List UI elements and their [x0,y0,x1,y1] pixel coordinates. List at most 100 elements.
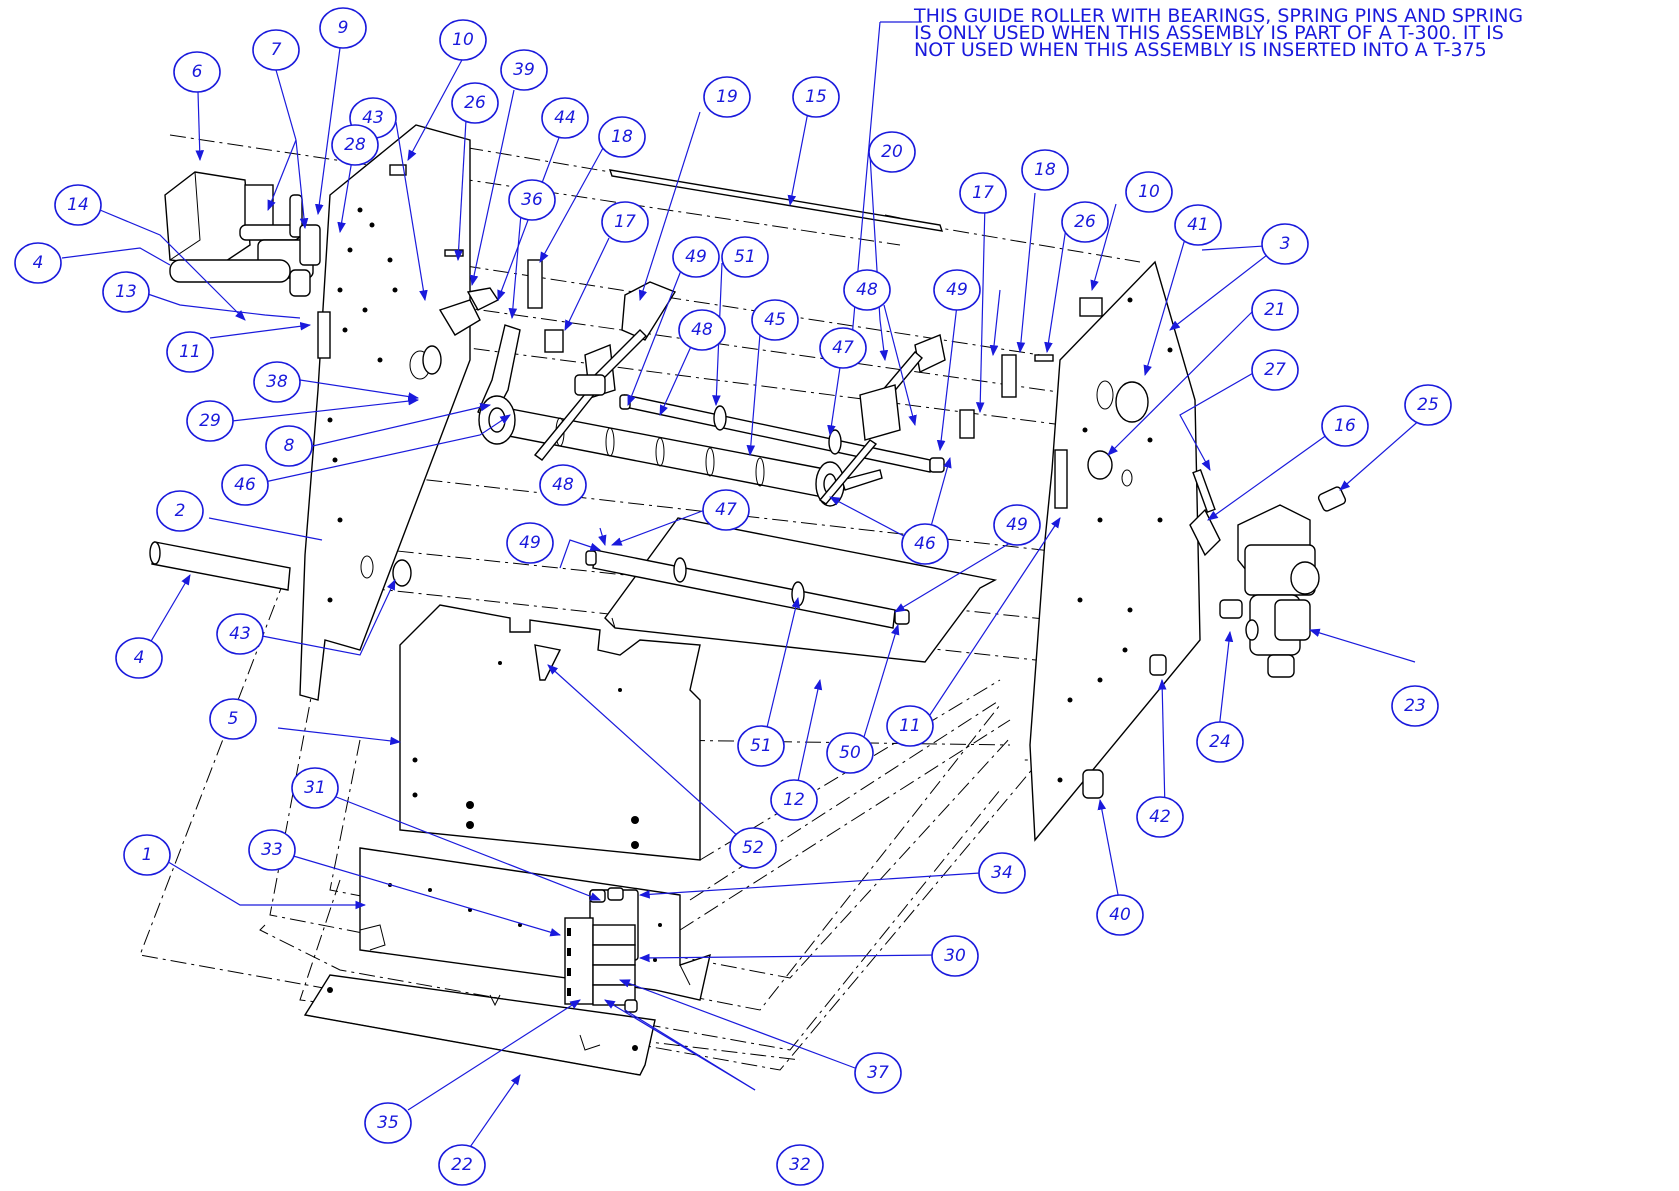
callout-bubble: 50 [826,732,874,774]
callout-bubble: 45 [751,299,799,341]
left-side-plate [299,124,471,701]
callout-label: 3 [1280,234,1291,254]
callout-label: 52 [742,838,764,858]
callout-bubble: 41 [1174,204,1222,246]
callout-bubble: 4 [14,242,62,284]
callout-bubble: 37 [854,1052,902,1094]
callout-bubble: 7 [252,29,300,71]
callout-bubble: 46 [901,523,949,565]
callout-bubble: 5 [209,698,257,740]
callout-label: 12 [783,790,805,810]
callout-label: 48 [552,475,574,495]
callout-bubble: 10 [439,19,487,61]
callout-bubble: 11 [166,331,214,373]
callout-bubble: 49 [993,504,1041,546]
callout-label: 25 [1417,395,1439,415]
back-panel [399,604,701,861]
callout-label: 49 [685,247,707,267]
callout-label: 28 [344,135,366,155]
standoff-lower [149,541,291,591]
callout-label: 14 [67,195,89,215]
callout-bubbles: 6 7 9 10 43 39 26 44 28 18 19 15 14 36 1… [14,7,1452,1186]
callout-label: 31 [304,778,326,798]
note-line: NOT USED WHEN THIS ASSEMBLY IS INSERTED … [914,39,1487,61]
callout-label: 44 [554,108,576,128]
callout-label: 18 [611,127,633,147]
callout-bubble: 13 [102,271,150,313]
callout-label: 47 [715,500,737,520]
callout-label: 11 [899,716,921,736]
callout-label: 17 [614,212,636,232]
callout-label: 46 [914,534,936,554]
filter-regulator [1219,486,1347,678]
callout-label: 27 [1264,360,1286,380]
callout-bubble: 18 [1021,149,1069,191]
callout-label: 34 [991,863,1013,883]
callout-label: 10 [1138,182,1160,202]
callout-bubble: 10 [1125,171,1173,213]
callout-label: 23 [1404,696,1426,716]
callout-label: 18 [1034,160,1056,180]
callout-label: 51 [750,736,772,756]
callout-bubble: 25 [1404,384,1452,426]
callout-bubble: 14 [54,184,102,226]
callout-bubble: 38 [253,361,301,403]
callout-bubble: 20 [868,131,916,173]
bottom-cover [303,974,656,1076]
callout-label: 11 [179,342,201,362]
callout-label: 37 [867,1063,889,1083]
callout-label: 26 [464,93,486,113]
callout-bubble: 47 [819,327,867,369]
tie-rods [608,169,944,232]
callout-bubble: 30 [931,935,979,977]
drive-roller [478,395,883,507]
callout-label: 49 [946,280,968,300]
leader-lines [61,21,1423,1151]
callout-bubble: 12 [770,779,818,821]
callout-label: 21 [1264,300,1286,320]
callout-bubble: 44 [541,97,589,139]
callout-bubble: 9 [319,7,367,49]
callout-label: 8 [284,436,295,456]
callout-bubble: 51 [737,725,785,767]
right-side-plate [1029,260,1201,842]
callout-bubble: 51 [721,236,769,278]
callout-bubble: 48 [843,269,891,311]
callout-bubble: 1 [123,834,171,876]
callout-label: 51 [734,247,756,267]
callout-label: 22 [451,1155,473,1175]
callout-bubble: 27 [1251,349,1299,391]
callout-label: 17 [972,183,994,203]
callout-bubble: 11 [886,705,934,747]
callout-bubble: 39 [500,49,548,91]
callout-label: 50 [839,743,861,763]
callout-label: 47 [832,338,854,358]
callout-bubble: 21 [1251,289,1299,331]
guide-roller-note: THIS GUIDE ROLLER WITH BEARINGS, SPRING … [914,5,1674,61]
stepper-motor [164,171,321,297]
callout-label: 39 [513,60,535,80]
callout-label: 46 [234,475,256,495]
note-line: THIS GUIDE ROLLER WITH BEARINGS, SPRING … [914,5,1524,27]
callout-label: 41 [1187,215,1209,235]
callout-bubble: 40 [1096,894,1144,936]
callout-bubble: 48 [539,464,587,506]
callout-label: 2 [175,501,186,521]
callout-label: 13 [115,282,137,302]
small-parts [317,164,1221,799]
callout-bubble: 26 [1061,201,1109,243]
callout-label: 32 [789,1155,811,1175]
callout-bubble: 29 [186,400,234,442]
callout-bubble: 35 [364,1102,412,1144]
callout-bubble: 32 [776,1144,824,1186]
callout-bubble: 18 [598,116,646,158]
callout-label: 26 [1074,212,1096,232]
callout-label: 4 [134,648,145,668]
callout-label: 42 [1149,807,1171,827]
callout-label: 7 [271,40,282,60]
callout-bubble: 4 [115,637,163,679]
callout-bubble: 2 [156,490,204,532]
right-pivot-bracket [818,334,946,505]
callout-label: 16 [1334,416,1356,436]
callout-bubble: 6 [173,51,221,93]
